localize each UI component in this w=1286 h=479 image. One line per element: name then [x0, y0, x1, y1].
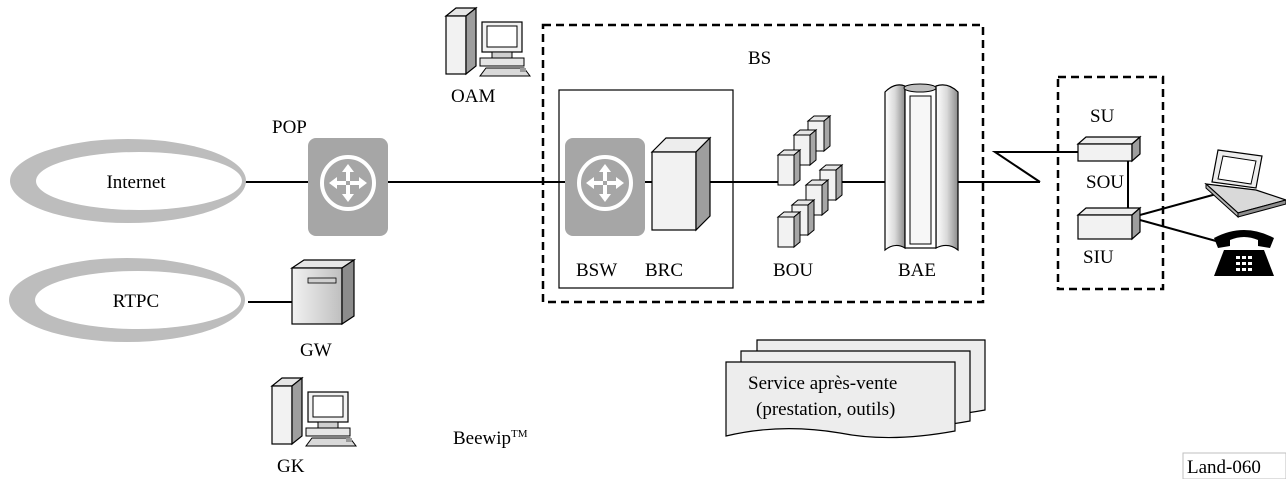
gateway-server-icon [291, 267, 343, 325]
module-stack-icon [777, 115, 843, 248]
switch-icon [563, 136, 647, 238]
bae-antenna: BAE [884, 83, 959, 281]
trademark-mark: TM [511, 428, 528, 440]
telephone-icon [1214, 230, 1274, 276]
service-line2: (prestation, outils) [756, 399, 895, 420]
rtpc-label: RTPC [113, 291, 159, 312]
oam-label: OAM [451, 86, 495, 107]
workstation-icon [445, 7, 531, 77]
siu-unit [1077, 214, 1133, 240]
brc-label: BRC [645, 260, 683, 281]
internet-label: Internet [106, 172, 166, 193]
bou-label: BOU [773, 260, 813, 281]
bs-boundary: BS [541, 23, 985, 304]
gk-label: GK [277, 456, 305, 477]
beewip-text: Beewip [453, 428, 511, 449]
antenna-column-icon [884, 83, 959, 252]
su-label: SU [1090, 106, 1115, 127]
siu-label: SIU [1083, 247, 1114, 268]
bae-label: BAE [898, 260, 936, 281]
figure-id-label: Land-060 [1187, 457, 1261, 478]
su-unit [1077, 143, 1133, 162]
sou-label: SOU [1086, 172, 1124, 193]
laptop-icon [1204, 149, 1286, 219]
bou-modules: BOU [773, 115, 843, 281]
bs-label: BS [748, 48, 771, 69]
pop-label: POP [272, 117, 307, 138]
oam-workstation: OAM [445, 7, 531, 107]
beewip-label: BeewipTM [453, 428, 528, 449]
workstation-icon [271, 377, 357, 447]
switch-icon [306, 136, 390, 238]
svg-text:BeewipTM: BeewipTM [453, 428, 528, 449]
gk-workstation: GK [271, 377, 357, 477]
figure-id-box: Land-060 [1182, 452, 1286, 479]
rtpc-cloud: RTPC [9, 258, 245, 342]
internet-cloud: Internet [10, 139, 246, 223]
server-box-icon [651, 151, 697, 231]
subscriber-boundary: SU SOU SIU [1056, 75, 1165, 291]
link-lines [245, 151, 1221, 303]
bsw-label: BSW [576, 260, 617, 281]
service-apres-vente-docs: Service après-vente (prestation, outils) [725, 339, 986, 439]
service-line1: Service après-vente [748, 373, 897, 394]
gw-label: GW [300, 340, 332, 361]
pop-switch: POP [272, 117, 390, 238]
bsw-brc-group: BSW BRC [558, 89, 734, 289]
gw-gateway: GW [290, 258, 356, 361]
